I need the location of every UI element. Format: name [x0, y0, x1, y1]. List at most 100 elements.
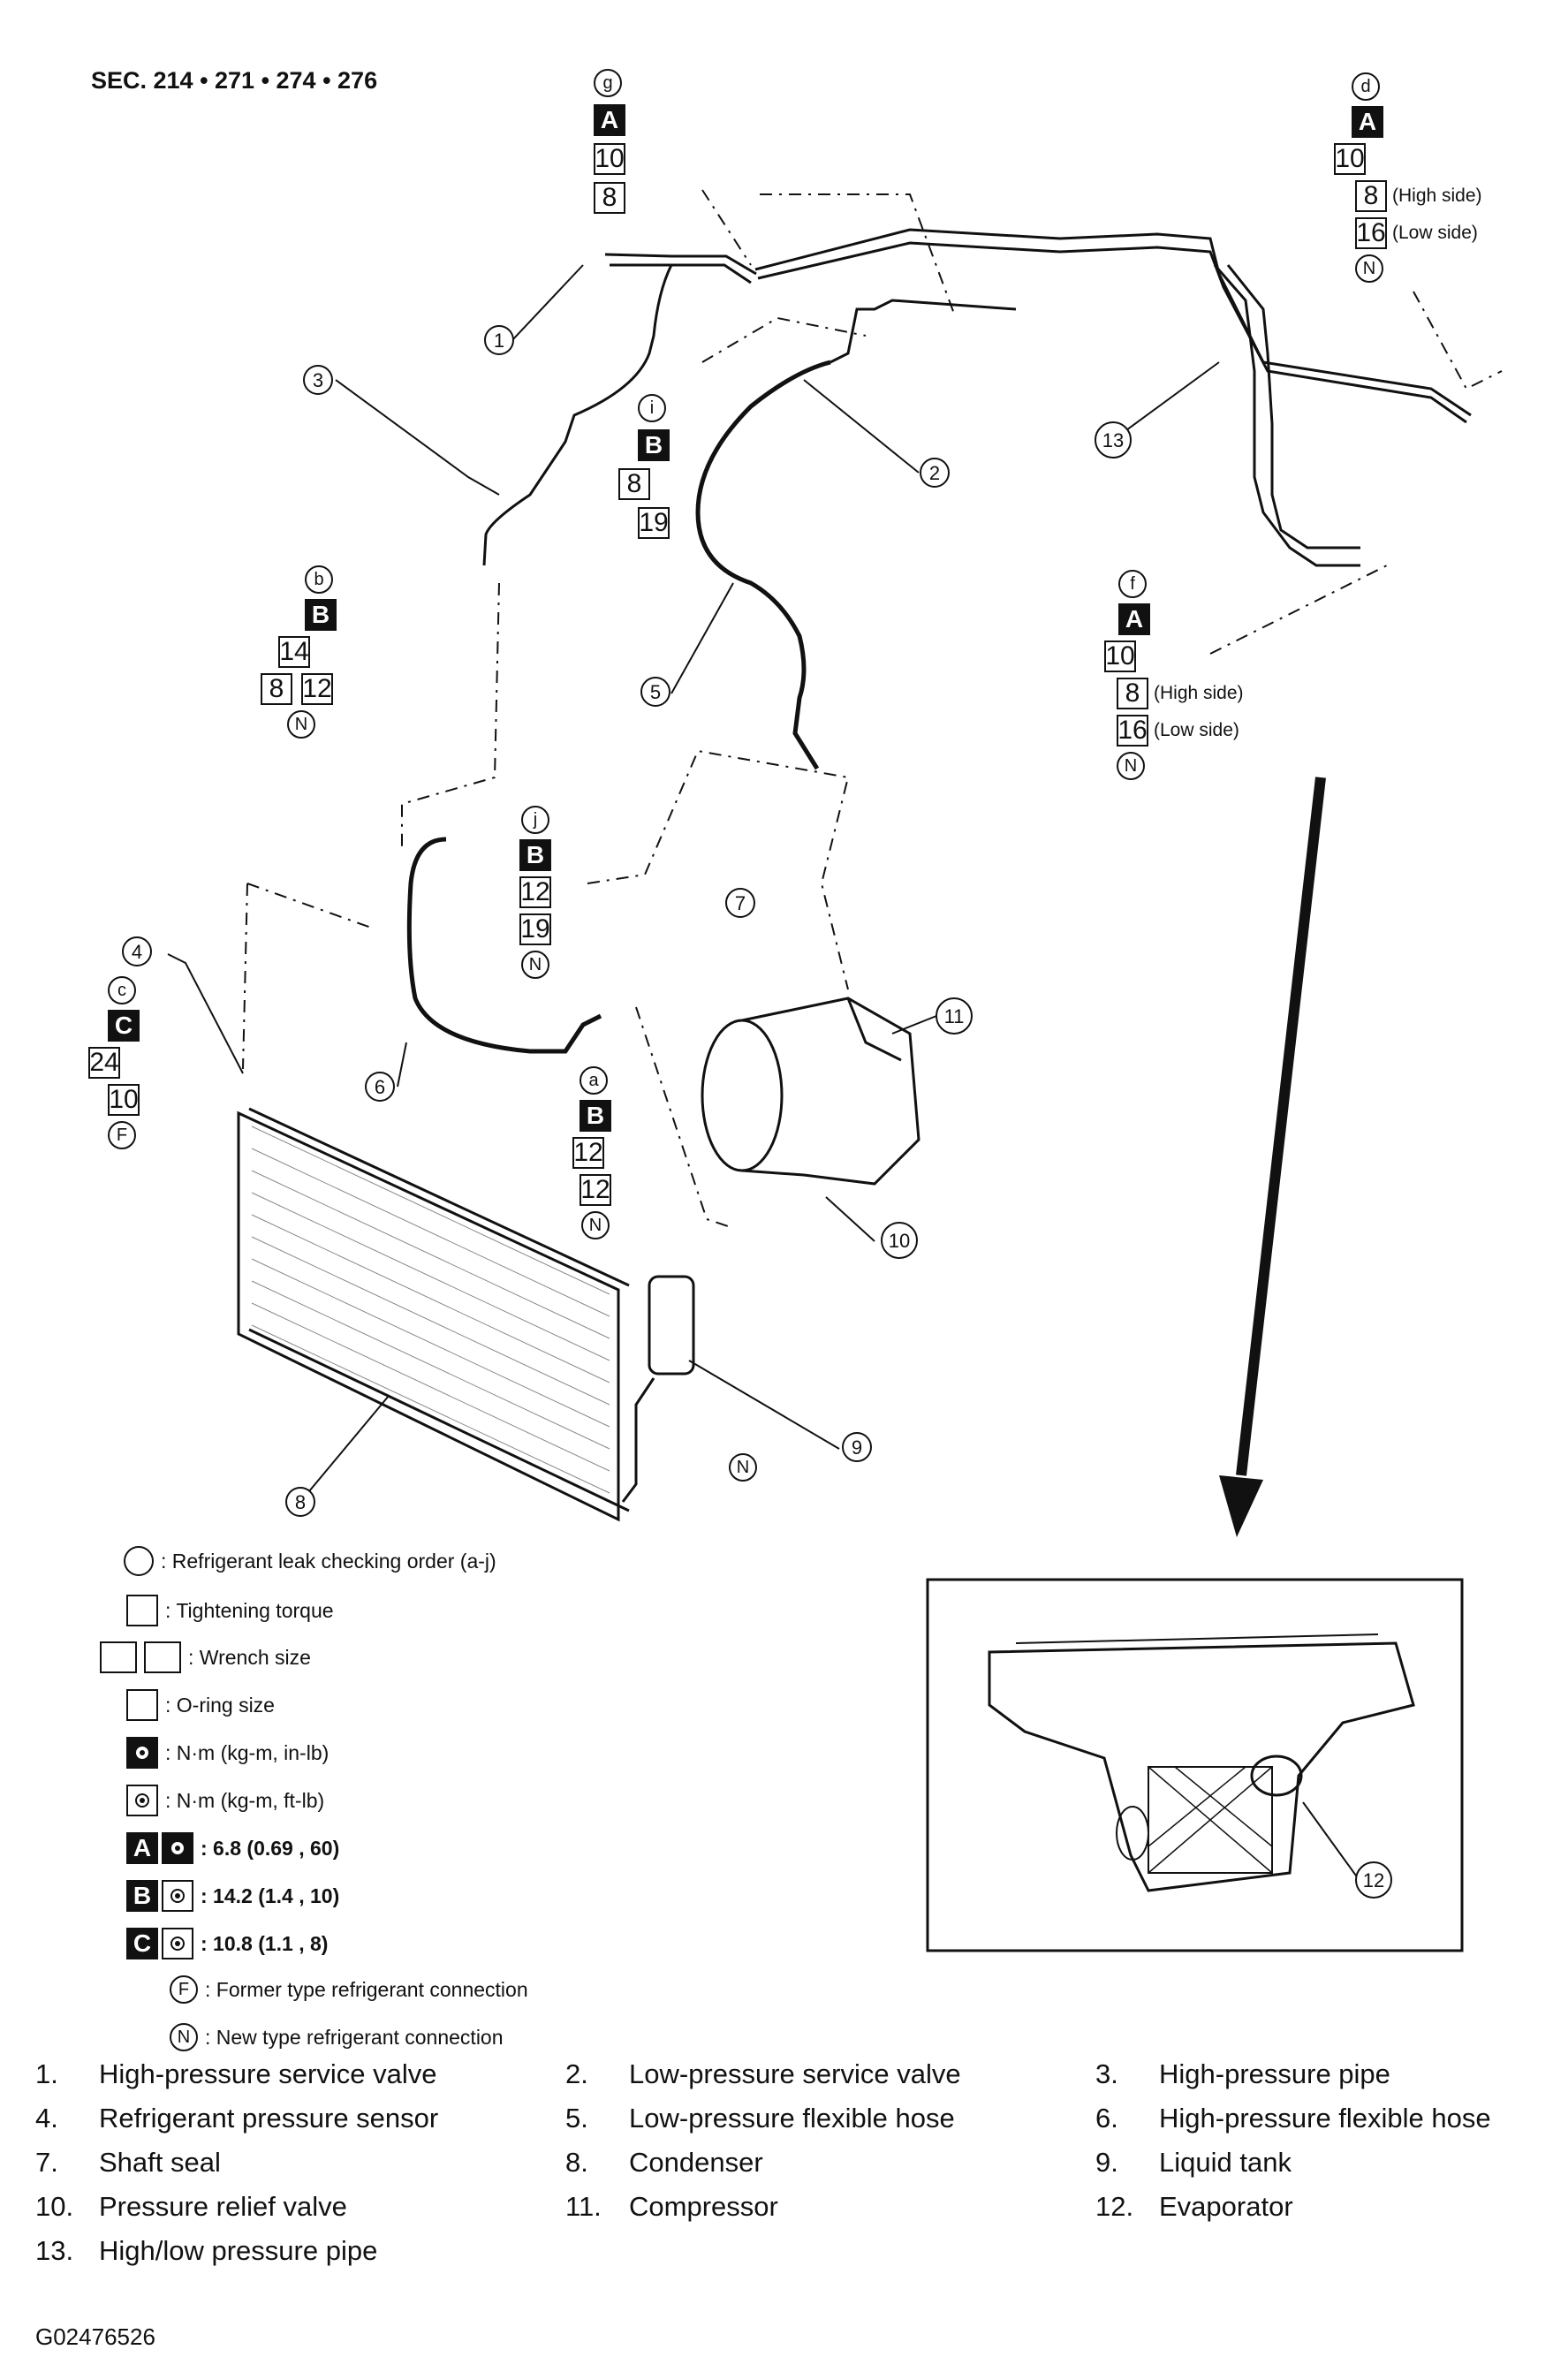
part-item: 1. High-pressure service valve [35, 2058, 436, 2090]
high-low-pressure-pipe-4 [1226, 264, 1360, 550]
wrench-d-high: 8 [1355, 180, 1387, 212]
leak-order-b: b [305, 565, 333, 594]
wrench-f-high: 8 [1117, 678, 1148, 709]
box-symbol-2 [144, 1641, 181, 1673]
legend-grade-a: A : 6.8 (0.69 , 60) [126, 1832, 339, 1864]
part-name: High-pressure service valve [99, 2058, 437, 2089]
part-number: 6. [1095, 2103, 1118, 2134]
part-item: 8.Condenser [565, 2147, 763, 2179]
part-number: 5. [565, 2103, 588, 2134]
label-13: 13 [1102, 429, 1124, 451]
note-d-high: (High side) [1392, 186, 1482, 206]
compressor-body [741, 997, 920, 1186]
callout-a: a B 12 12 N [572, 1066, 611, 1239]
grade-g: A [594, 104, 625, 136]
leak-order-c: c [108, 976, 136, 1004]
wrench-b-2: 12 [301, 673, 333, 705]
legend-leak-order: : Refrigerant leak checking order (a-j) [124, 1546, 496, 1576]
part-number: 1. [35, 2058, 58, 2089]
leak-order-i: i [638, 394, 666, 422]
part-item: 11.Compressor [565, 2191, 778, 2223]
part-number: 9. [1095, 2147, 1118, 2178]
part-name: Evaporator [1159, 2191, 1293, 2222]
legend-new-connection-text: : New type refrigerant connection [205, 2025, 504, 2049]
callout-i: i B 8 19 [618, 394, 670, 539]
leak-order-d: d [1352, 72, 1380, 101]
label-circle-6 [365, 1072, 395, 1102]
grade-c-symbol: C [126, 1928, 158, 1959]
legend-former-connection: F : Former type refrigerant connection [170, 1975, 528, 2004]
label-1: 1 [494, 330, 504, 352]
low-pressure-flexible-hose [695, 360, 831, 770]
legend-wrench-text: : Wrench size [188, 1645, 311, 1669]
new-connection-a: N [581, 1211, 610, 1239]
grade-i: B [638, 429, 670, 461]
part-item: 7. Shaft seal [35, 2147, 221, 2179]
grade-b: B [305, 599, 337, 631]
label-11: 11 [944, 1005, 965, 1027]
wrench-b-1: 8 [261, 673, 292, 705]
high-low-pressure-pipe-2 [757, 241, 1467, 424]
callout-c: c C 24 10 F [88, 976, 140, 1149]
leak-order-g: g [594, 69, 622, 97]
new-connection-f: N [1117, 752, 1145, 780]
circle-symbol [124, 1546, 154, 1576]
liquid-tank [648, 1275, 695, 1376]
wrench-a: 12 [580, 1174, 611, 1206]
high-low-pressure-pipe [754, 228, 1472, 417]
box-symbol [126, 1595, 158, 1626]
grade-j: B [519, 839, 551, 871]
leak-order-f: f [1118, 570, 1147, 598]
torque-wrench-icon [162, 1880, 193, 1912]
label-circle-8 [285, 1487, 315, 1517]
label-7: 7 [735, 892, 746, 914]
grade-f: A [1118, 603, 1150, 635]
part-name: Low-pressure flexible hose [629, 2103, 955, 2134]
label-circle-11 [936, 997, 973, 1035]
figure-code: G02476526 [35, 2323, 155, 2350]
part-item: 4.Refrigerant pressure sensor [35, 2103, 438, 2134]
callout-f: f A 10 8 (High side) 16 (Low side) N [1104, 570, 1244, 780]
label-6: 6 [375, 1076, 385, 1098]
legend-leak-order-text: : Refrigerant leak checking order (a-j) [161, 1549, 496, 1573]
evaporator-unit [988, 1641, 1415, 1892]
label-circle-9 [842, 1432, 872, 1462]
former-connection-symbol: F [170, 1975, 198, 2004]
torque-d: 10 [1334, 143, 1366, 175]
part-name: Shaft seal [99, 2147, 221, 2178]
legend-nm-in-lb: : N·m (kg-m, in-lb) [126, 1737, 329, 1769]
high-low-pressure-pipe-3 [1213, 264, 1360, 567]
label-circle-10 [881, 1222, 918, 1259]
legend-new-connection: N : New type refrigerant connection [170, 2023, 504, 2051]
legend-torque: : Tightening torque [126, 1595, 334, 1626]
torque-wrench-icon [126, 1737, 158, 1769]
leak-order-j: j [521, 806, 549, 834]
wrench-c: 10 [108, 1084, 140, 1116]
evaporator-inset-frame [926, 1578, 1464, 1952]
part-number: 8. [565, 2147, 588, 2178]
part-name: Compressor [629, 2191, 778, 2222]
legend-grade-c-text: : 10.8 (1.1 , 8) [201, 1931, 329, 1955]
callout-j: j B 12 19 N [519, 806, 551, 979]
section-header: SEC. 214 • 271 • 274 • 276 [91, 67, 378, 94]
legend-oring-text: : O-ring size [165, 1693, 275, 1717]
legend-grade-c: C : 10.8 (1.1 , 8) [126, 1928, 328, 1959]
grade-d: A [1352, 106, 1383, 138]
high-pressure-pipe-inner [604, 253, 757, 276]
torque-a: 12 [572, 1137, 604, 1169]
note-d-low: (Low side) [1392, 223, 1478, 243]
part-item: 3.High-pressure pipe [1095, 2058, 1390, 2090]
part-item: 10.Pressure relief valve [35, 2191, 347, 2223]
high-pressure-flexible-hose [406, 837, 602, 1054]
part-number: 12. [1095, 2191, 1134, 2222]
part-number: 7. [35, 2147, 58, 2178]
legend-oring: : O-ring size [126, 1689, 275, 1721]
new-connection-liquid-tank: N [729, 1453, 757, 1482]
part-number: 2. [565, 2058, 588, 2089]
label-circle-5 [640, 677, 670, 707]
wrench-g: 8 [594, 182, 625, 214]
part-item: 2.Low-pressure service valve [565, 2058, 961, 2090]
torque-wrench-icon [162, 1928, 193, 1959]
wrench-j: 19 [519, 913, 551, 945]
